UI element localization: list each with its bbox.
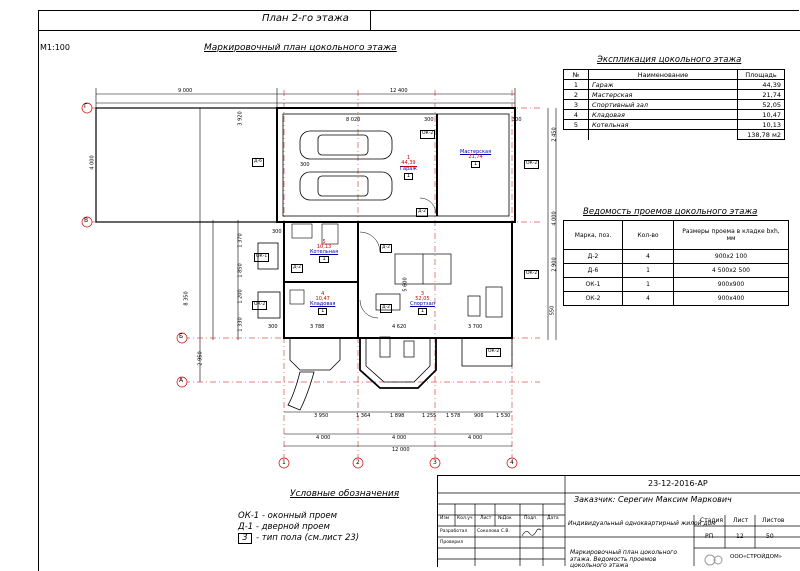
dimension-inner: 300 bbox=[268, 324, 278, 330]
table-total: 138,78 м2 bbox=[737, 129, 785, 140]
room-label: 1 44,39 Гараж 1 bbox=[400, 155, 417, 180]
stamp-col: №Док bbox=[498, 516, 512, 521]
dimension-bottom: 4 000 bbox=[316, 435, 331, 441]
stamp-sheets: 50 bbox=[766, 533, 774, 540]
dimension-bottom: 1 255 bbox=[422, 413, 437, 419]
dimension-inner: 3 788 bbox=[310, 324, 325, 330]
axis-label-row: Б bbox=[179, 333, 184, 340]
explication-table: № Наименование Площадь 1 Гараж 44,39 2 М… bbox=[563, 69, 785, 140]
top-strip-divider bbox=[370, 10, 371, 30]
stamp-col: Лист bbox=[480, 516, 492, 521]
opening-tag: Д-2 bbox=[380, 244, 393, 253]
openings-title: Ведомость проемов цокольного этажа bbox=[583, 207, 758, 217]
stamp-col: Кол.уч bbox=[457, 516, 473, 521]
stamp-role: Разработал bbox=[440, 529, 468, 534]
axis-label-col: 2 bbox=[356, 459, 360, 466]
stamp-sheet: 12 bbox=[736, 533, 744, 540]
dimension-bottom-total: 12 000 bbox=[392, 447, 410, 453]
dimension-bottom: 906 bbox=[474, 413, 484, 419]
table-row: Д-2 4 900x2 100 bbox=[563, 249, 789, 264]
room-label: Мастерская 21,74 1 bbox=[460, 149, 492, 168]
sheet-frame bbox=[38, 10, 799, 571]
table-row: ОК-1 1 900x900 bbox=[563, 277, 789, 292]
opening-tag: Д-2 bbox=[416, 208, 429, 217]
legend-item: 3- тип пола (см.лист 23) bbox=[238, 533, 359, 544]
stamp-col: Изм bbox=[440, 516, 450, 521]
stamp-sheet-header: Лист bbox=[733, 517, 749, 524]
opening-tag: Д-2 bbox=[380, 304, 393, 313]
room-label: 4 10,47 Кладовая 1 bbox=[310, 291, 336, 315]
legend-item: Д-1 - дверной проем bbox=[238, 522, 330, 532]
room-label: 3 52,05 Спортзал 1 bbox=[410, 291, 435, 315]
dimension-bottom: 1 364 bbox=[356, 413, 371, 419]
table-cell: 900x400 bbox=[673, 291, 789, 306]
dimension-bottom: 1 898 bbox=[390, 413, 405, 419]
dimension-bottom: 4 000 bbox=[392, 435, 407, 441]
stamp-customer: Заказчик: Серегин Максим Маркович bbox=[574, 495, 732, 504]
table-total-row: 138,78 м2 bbox=[563, 129, 785, 140]
stamp-stage: РП bbox=[705, 533, 714, 540]
opening-tag: ОК-2 bbox=[420, 130, 436, 139]
dimension-top: 8 020 bbox=[346, 117, 361, 123]
dimension-bottom: 3 950 bbox=[314, 413, 329, 419]
stamp-company: ООО«СТРОЙДОМ» bbox=[730, 554, 783, 560]
opening-tag: ОК-2 bbox=[252, 301, 268, 310]
opening-tag: ОК-2 bbox=[524, 160, 540, 169]
stamp-code: 23-12-2016-АР bbox=[648, 479, 708, 488]
floor-type-symbol: 3 bbox=[238, 533, 252, 544]
dimension-inner: 300 bbox=[272, 229, 282, 235]
table-row: ОК-2 4 900x400 bbox=[563, 291, 789, 306]
table-row: Д-6 1 4 500x2 500 bbox=[563, 263, 789, 278]
stamp-col: Подп. bbox=[524, 516, 538, 521]
opening-tag: Д-6 bbox=[252, 158, 265, 167]
dimension-bottom: 4 000 bbox=[468, 435, 483, 441]
legend-item: ОК-1 - оконный проем bbox=[238, 511, 338, 521]
dimension-top: 9 000 bbox=[178, 88, 193, 94]
axis-label-row: В bbox=[84, 217, 89, 224]
scale-label: М1:100 bbox=[40, 43, 70, 52]
stamp-sheets-header: Листов bbox=[762, 517, 785, 524]
table-header: Размеры проема в кладке bxh, мм bbox=[673, 220, 789, 250]
stamp-stage-header: Стадия bbox=[700, 517, 724, 524]
axis-label-col: 1 bbox=[282, 459, 286, 466]
axis-label-col: 3 bbox=[433, 459, 437, 466]
legend-title: Условные обозначения bbox=[290, 489, 400, 499]
stamp-object: Индивидуальный одноквартирный жилой дом bbox=[568, 520, 716, 527]
axis-label-row: А bbox=[179, 377, 184, 384]
dimension-top: 12 400 bbox=[390, 88, 408, 94]
stamp-role: Проверил bbox=[440, 540, 464, 545]
dimension-inner: 300 bbox=[512, 117, 522, 123]
opening-tag: ОК-1 bbox=[254, 253, 270, 262]
explication-title: Экспликация цокольного этажа bbox=[597, 55, 742, 65]
opening-tag: ОК-2 bbox=[486, 348, 502, 357]
opening-tag: Д-2 bbox=[291, 264, 304, 273]
stamp-name: Соколова С.В. bbox=[477, 529, 510, 534]
dimension-inner: 3 700 bbox=[468, 324, 483, 330]
table-header: Кол-во bbox=[622, 220, 674, 250]
opening-tag: ОК-2 bbox=[524, 270, 540, 279]
dimension-bottom: 1 530 bbox=[496, 413, 511, 419]
dimension-top: 300 bbox=[424, 117, 434, 123]
title-block bbox=[437, 475, 800, 567]
stamp-sheet-title: Маркировочный план цокольного этажа. Вед… bbox=[570, 549, 677, 570]
top-strip-line bbox=[38, 30, 800, 31]
axis-label-row: Г bbox=[84, 103, 88, 110]
dimension-bottom: 1 578 bbox=[446, 413, 461, 419]
stamp-col: Дата bbox=[547, 516, 559, 521]
top-title: План 2-го этажа bbox=[262, 13, 349, 24]
table-header: Марка, поз. bbox=[563, 220, 623, 250]
dimension-inner: 4 620 bbox=[392, 324, 407, 330]
openings-table: Марка, поз. Кол-во Размеры проема в клад… bbox=[563, 220, 789, 306]
axis-label-col: 4 bbox=[510, 459, 514, 466]
room-label: 5 10,13 Котельная 1 bbox=[310, 239, 339, 263]
dimension-inner: 300 bbox=[300, 162, 310, 168]
plan-title: Маркировочный план цокольного этажа bbox=[204, 43, 397, 53]
